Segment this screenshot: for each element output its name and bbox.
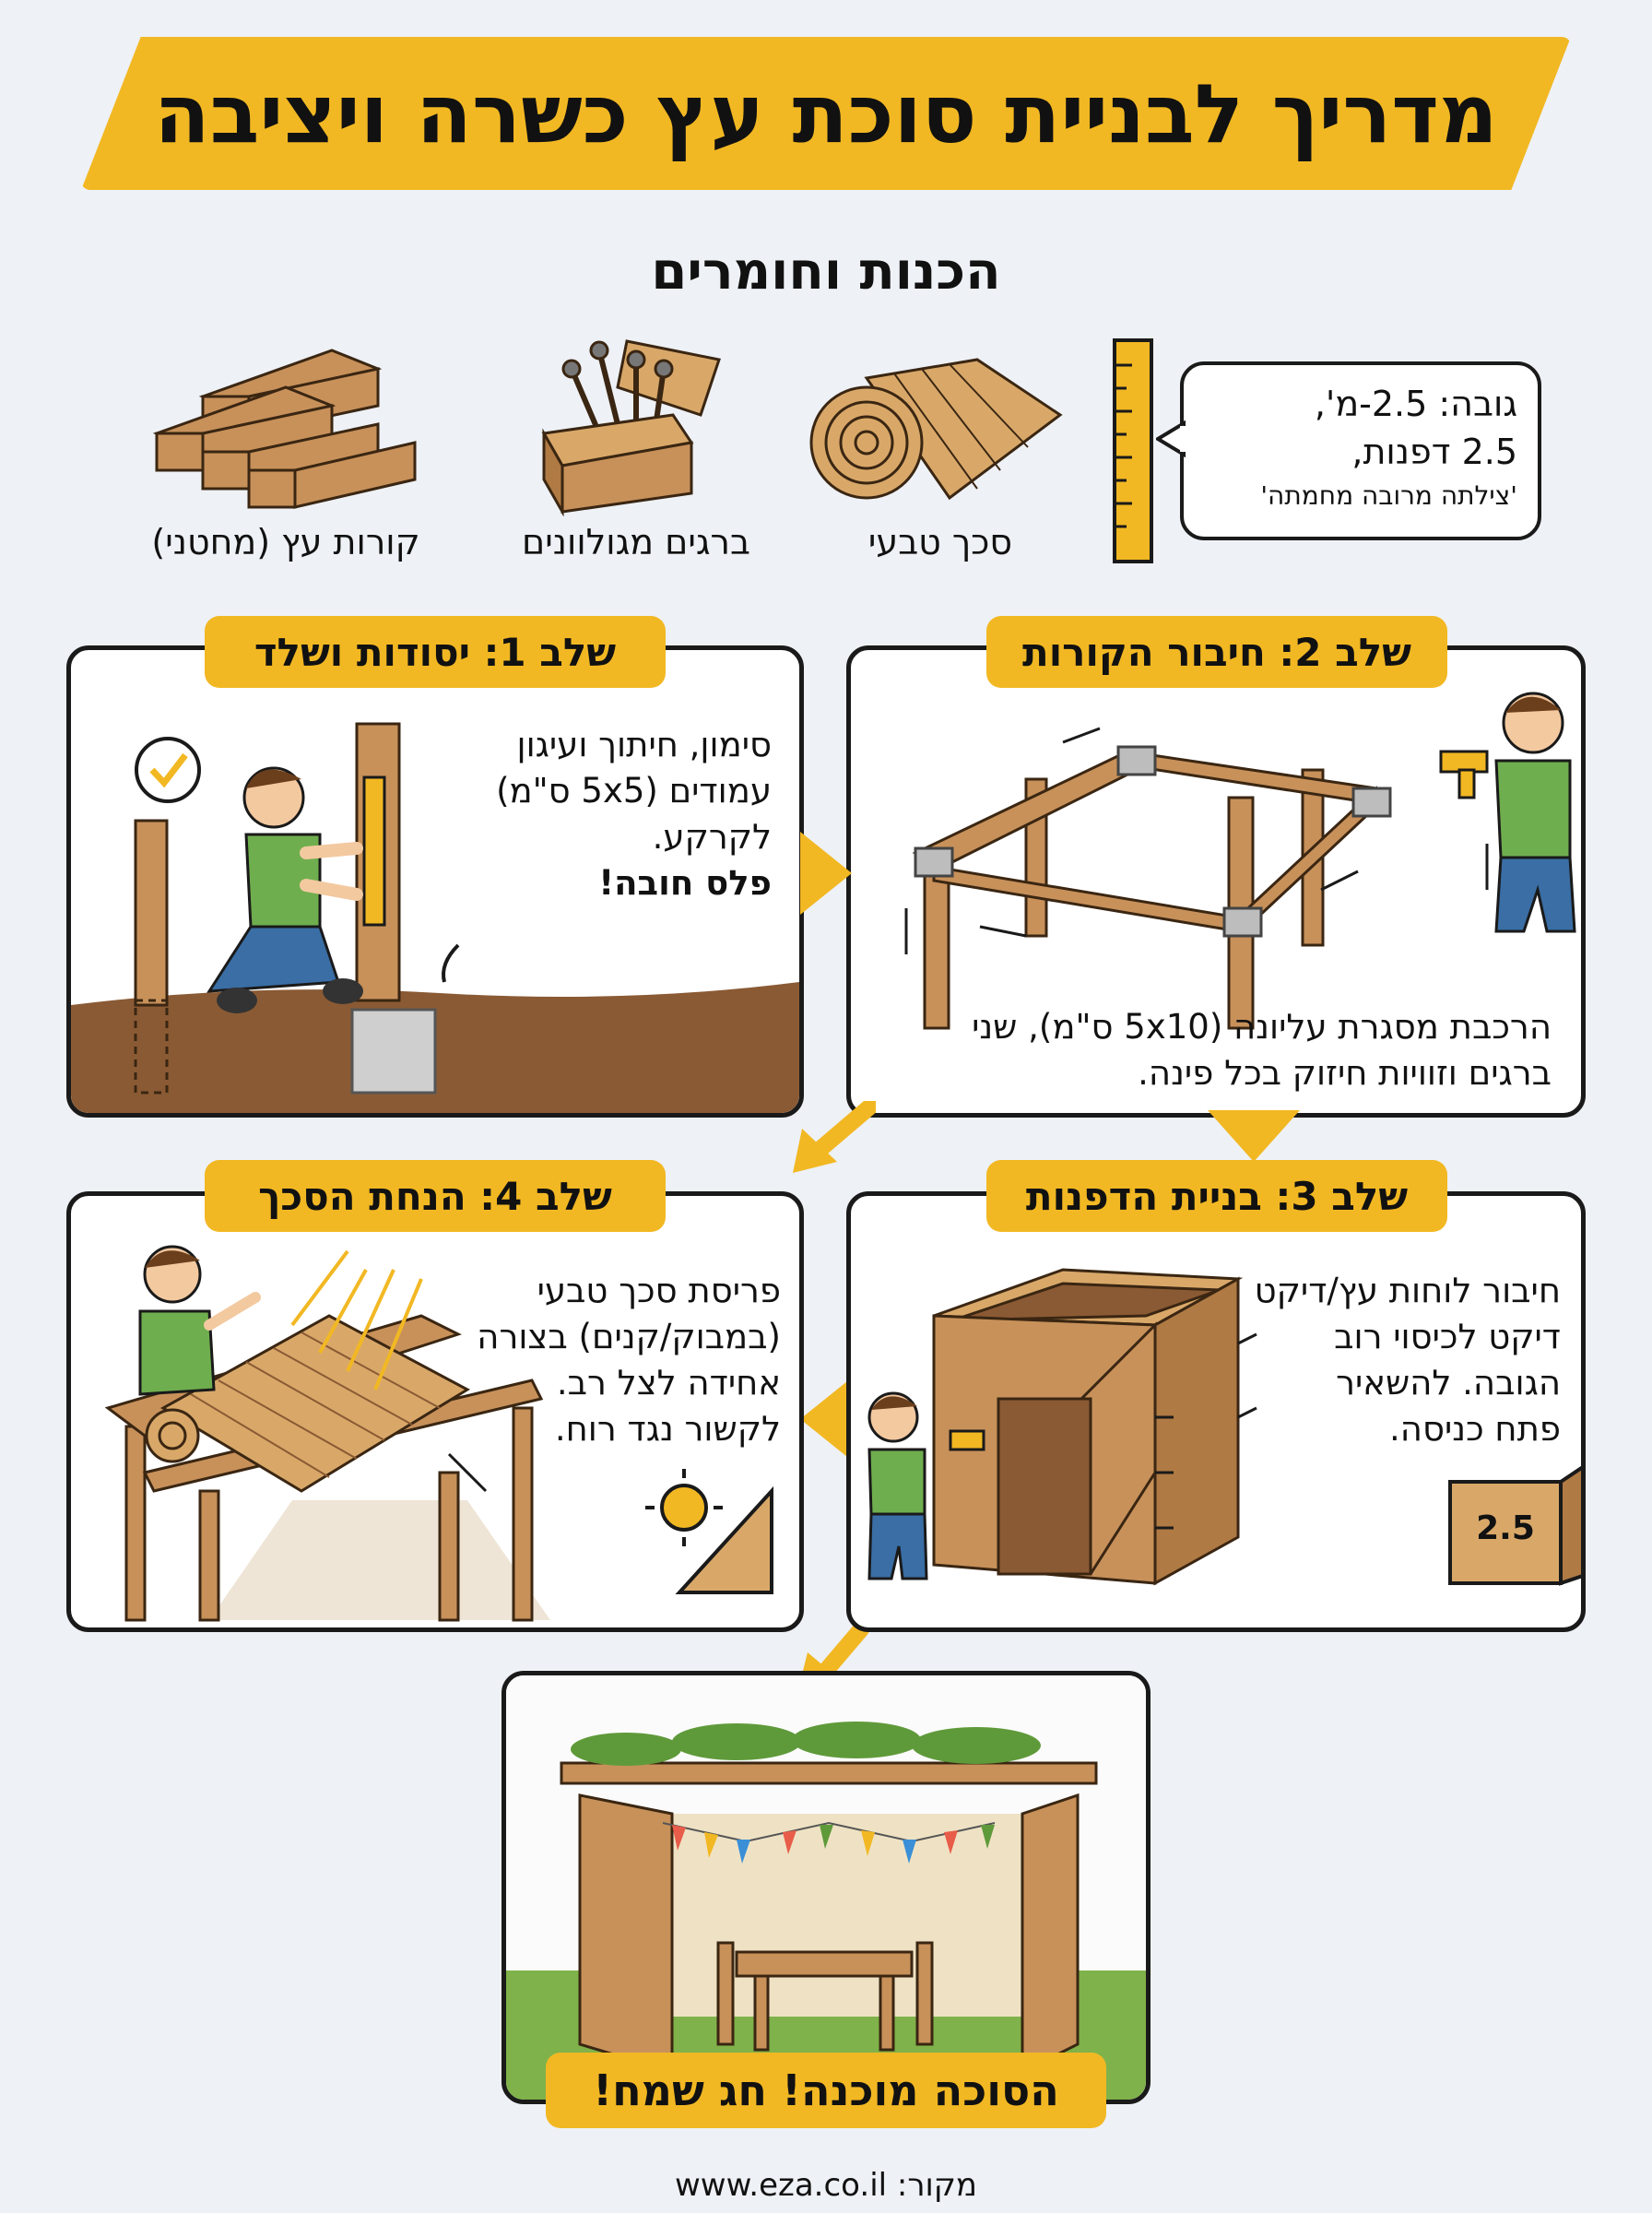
ruler-icon — [1113, 338, 1153, 563]
final-message: הסוכה מוכנה! חג שמח! — [546, 2053, 1106, 2128]
step2-title: שלב 2: חיבור הקורות — [986, 616, 1447, 688]
step3-illustration — [867, 1268, 1581, 1586]
height-note-line3: 'צילתה מרובה מחמתה' — [1260, 480, 1517, 511]
step3-text-line1: חיבור לוחות עץ/דיקט — [1254, 1271, 1561, 1310]
step1-title: שלב 1: יסודות ושלד — [205, 616, 666, 688]
arrow-step1-to-step2 — [800, 832, 852, 915]
step2-text-line2: ברגים וזוויות חיזוק בכל פינה. — [1138, 1053, 1552, 1093]
schach-roll-icon — [809, 358, 1063, 501]
step4-illustration — [104, 1245, 773, 1622]
step4-panel: פריסת סכך טבעי (במבוק/קנים) בצורה אחידה … — [66, 1191, 804, 1632]
height-note-line1: גובה: 2.5-מ', — [1314, 384, 1517, 424]
step3-text-line4: פתח כניסה. — [1389, 1409, 1561, 1449]
arrow-step2-to-step3 — [1208, 1110, 1300, 1162]
title-banner — [81, 37, 1571, 190]
step3-title: שלב 3: בניית הדפנות — [986, 1160, 1447, 1232]
height-note-bubble: גובה: 2.5-מ', 2.5 דפנות, 'צילתה מרובה מח… — [1180, 361, 1541, 540]
step3-text-line2: דיקט לכיסוי רוב — [1334, 1317, 1561, 1356]
step3-text: חיבור לוחות עץ/דיקט דיקט לכיסוי רוב הגוב… — [1238, 1268, 1561, 1452]
page-title: מדריך לבניית סוכת עץ כשרה ויציבה — [154, 65, 1498, 161]
step4-text-line2: (במבוק/קנים) בצורה — [477, 1317, 781, 1356]
step4-text: פריסת סכך טבעי (במבוק/קנים) בצורה אחידה … — [458, 1268, 781, 1452]
step2-text-line1: הרכבת מסגרת עליונה (5x10 ס"מ), שני — [972, 1007, 1552, 1047]
screws-box-icon — [541, 339, 721, 516]
step3-text-line3: הגובה. להשאיר — [1336, 1363, 1561, 1402]
step1-panel: סימון, חיתוך ועיגון עמודים (5x5 ס"מ) לקר… — [66, 645, 804, 1118]
step1-text-line3: לקרקע. — [652, 817, 772, 857]
materials-section-title: הכנות וחומרים — [651, 242, 1001, 302]
step2-text: הרכבת מסגרת עליונה (5x10 ס"מ), שני ברגים… — [888, 1004, 1552, 1096]
finished-sukkah-illustration — [506, 1675, 1146, 2100]
height-note-line2: 2.5 דפנות, — [1351, 432, 1517, 472]
material-label-wood: קורות עץ (מחטני) — [151, 522, 420, 562]
material-label-screws: ברגים מגולוונים — [522, 522, 750, 562]
step1-text-line2: עמודים (5x5 ס"מ) — [496, 771, 772, 811]
step4-text-line1: פריסת סכך טבעי — [537, 1271, 781, 1310]
material-label-schach: סכך טבעי — [867, 522, 1013, 562]
step1-emphasis: פלס חובה! — [598, 863, 772, 903]
step4-text-line4: לקשור נגד רוח. — [554, 1409, 781, 1449]
step1-text: סימון, חיתוך ועיגון עמודים (5x5 ס"מ) לקר… — [440, 722, 772, 906]
step3-panel: 2.5 חיבור לוחות עץ/דיקט דיקט לכיסוי רוב … — [846, 1191, 1586, 1632]
wood-beams-icon — [152, 349, 417, 509]
step2-illustration — [904, 692, 1576, 1030]
arrow-step4-to-step3 — [800, 1378, 852, 1461]
step2-panel: הרכבת מסגרת עליונה (5x10 ס"מ), שני ברגים… — [846, 645, 1586, 1118]
final-panel — [502, 1671, 1150, 2104]
step1-text-line1: סימון, חיתוך ועיגון — [516, 725, 772, 764]
step1-illustration — [71, 722, 799, 1113]
arrow-step2-to-step4 — [793, 1101, 876, 1173]
step4-text-line3: אחידה לצל רב. — [556, 1363, 781, 1402]
bubble-pointer — [1156, 420, 1186, 457]
source-footer: מקור: www.eza.co.il — [674, 2167, 978, 2204]
height-badge: 2.5 — [1476, 1509, 1535, 1547]
step4-title: שלב 4: הנחת הסכך — [205, 1160, 666, 1232]
